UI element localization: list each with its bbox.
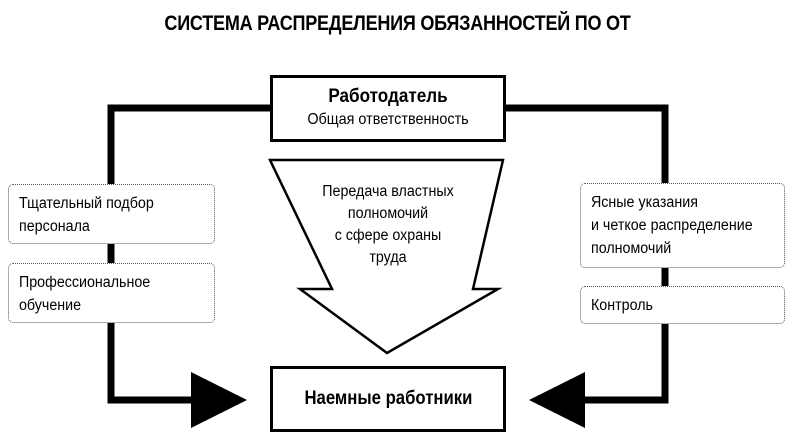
factor-line: Контроль [591, 297, 653, 314]
factor-line: обучение [19, 297, 82, 314]
delegation-down-arrow [268, 158, 505, 355]
delegation-line: полномочий [347, 205, 429, 222]
delegation-line: Передача властных [322, 183, 454, 200]
employees-name: Наемные работники [304, 388, 472, 409]
delegation-text: Передача властных полномочий с сфере охр… [300, 181, 476, 269]
left-connector-arrow [107, 104, 270, 428]
factor-clear-instructions: Ясные указания и четкое распределение по… [580, 183, 785, 268]
delegation-line: труда [369, 249, 407, 266]
employer-box: Работодатель Общая ответственность [270, 75, 506, 142]
employer-subtitle: Общая ответственность [307, 111, 469, 128]
employees-box: Наемные работники [270, 366, 506, 432]
factor-line: персонала [19, 218, 90, 235]
factor-line: и четкое распределение [591, 217, 753, 234]
factor-line: полномочий [591, 240, 672, 257]
diagram-title: СИСТЕМА РАСПРЕДЕЛЕНИЯ ОБЯЗАННОСТЕЙ ПО ОТ [164, 12, 631, 35]
factor-professional-training: Профессиональное обучение [8, 263, 215, 323]
factor-line: Профессиональное [19, 274, 151, 291]
factor-control: Контроль [580, 286, 785, 324]
employer-name: Работодатель [328, 86, 448, 107]
delegation-line: с сфере охраны [334, 227, 442, 244]
factor-line: Тщательный подбор [19, 195, 154, 212]
factor-line: Ясные указания [591, 194, 698, 211]
factor-personnel-selection: Тщательный подбор персонала [8, 184, 215, 244]
